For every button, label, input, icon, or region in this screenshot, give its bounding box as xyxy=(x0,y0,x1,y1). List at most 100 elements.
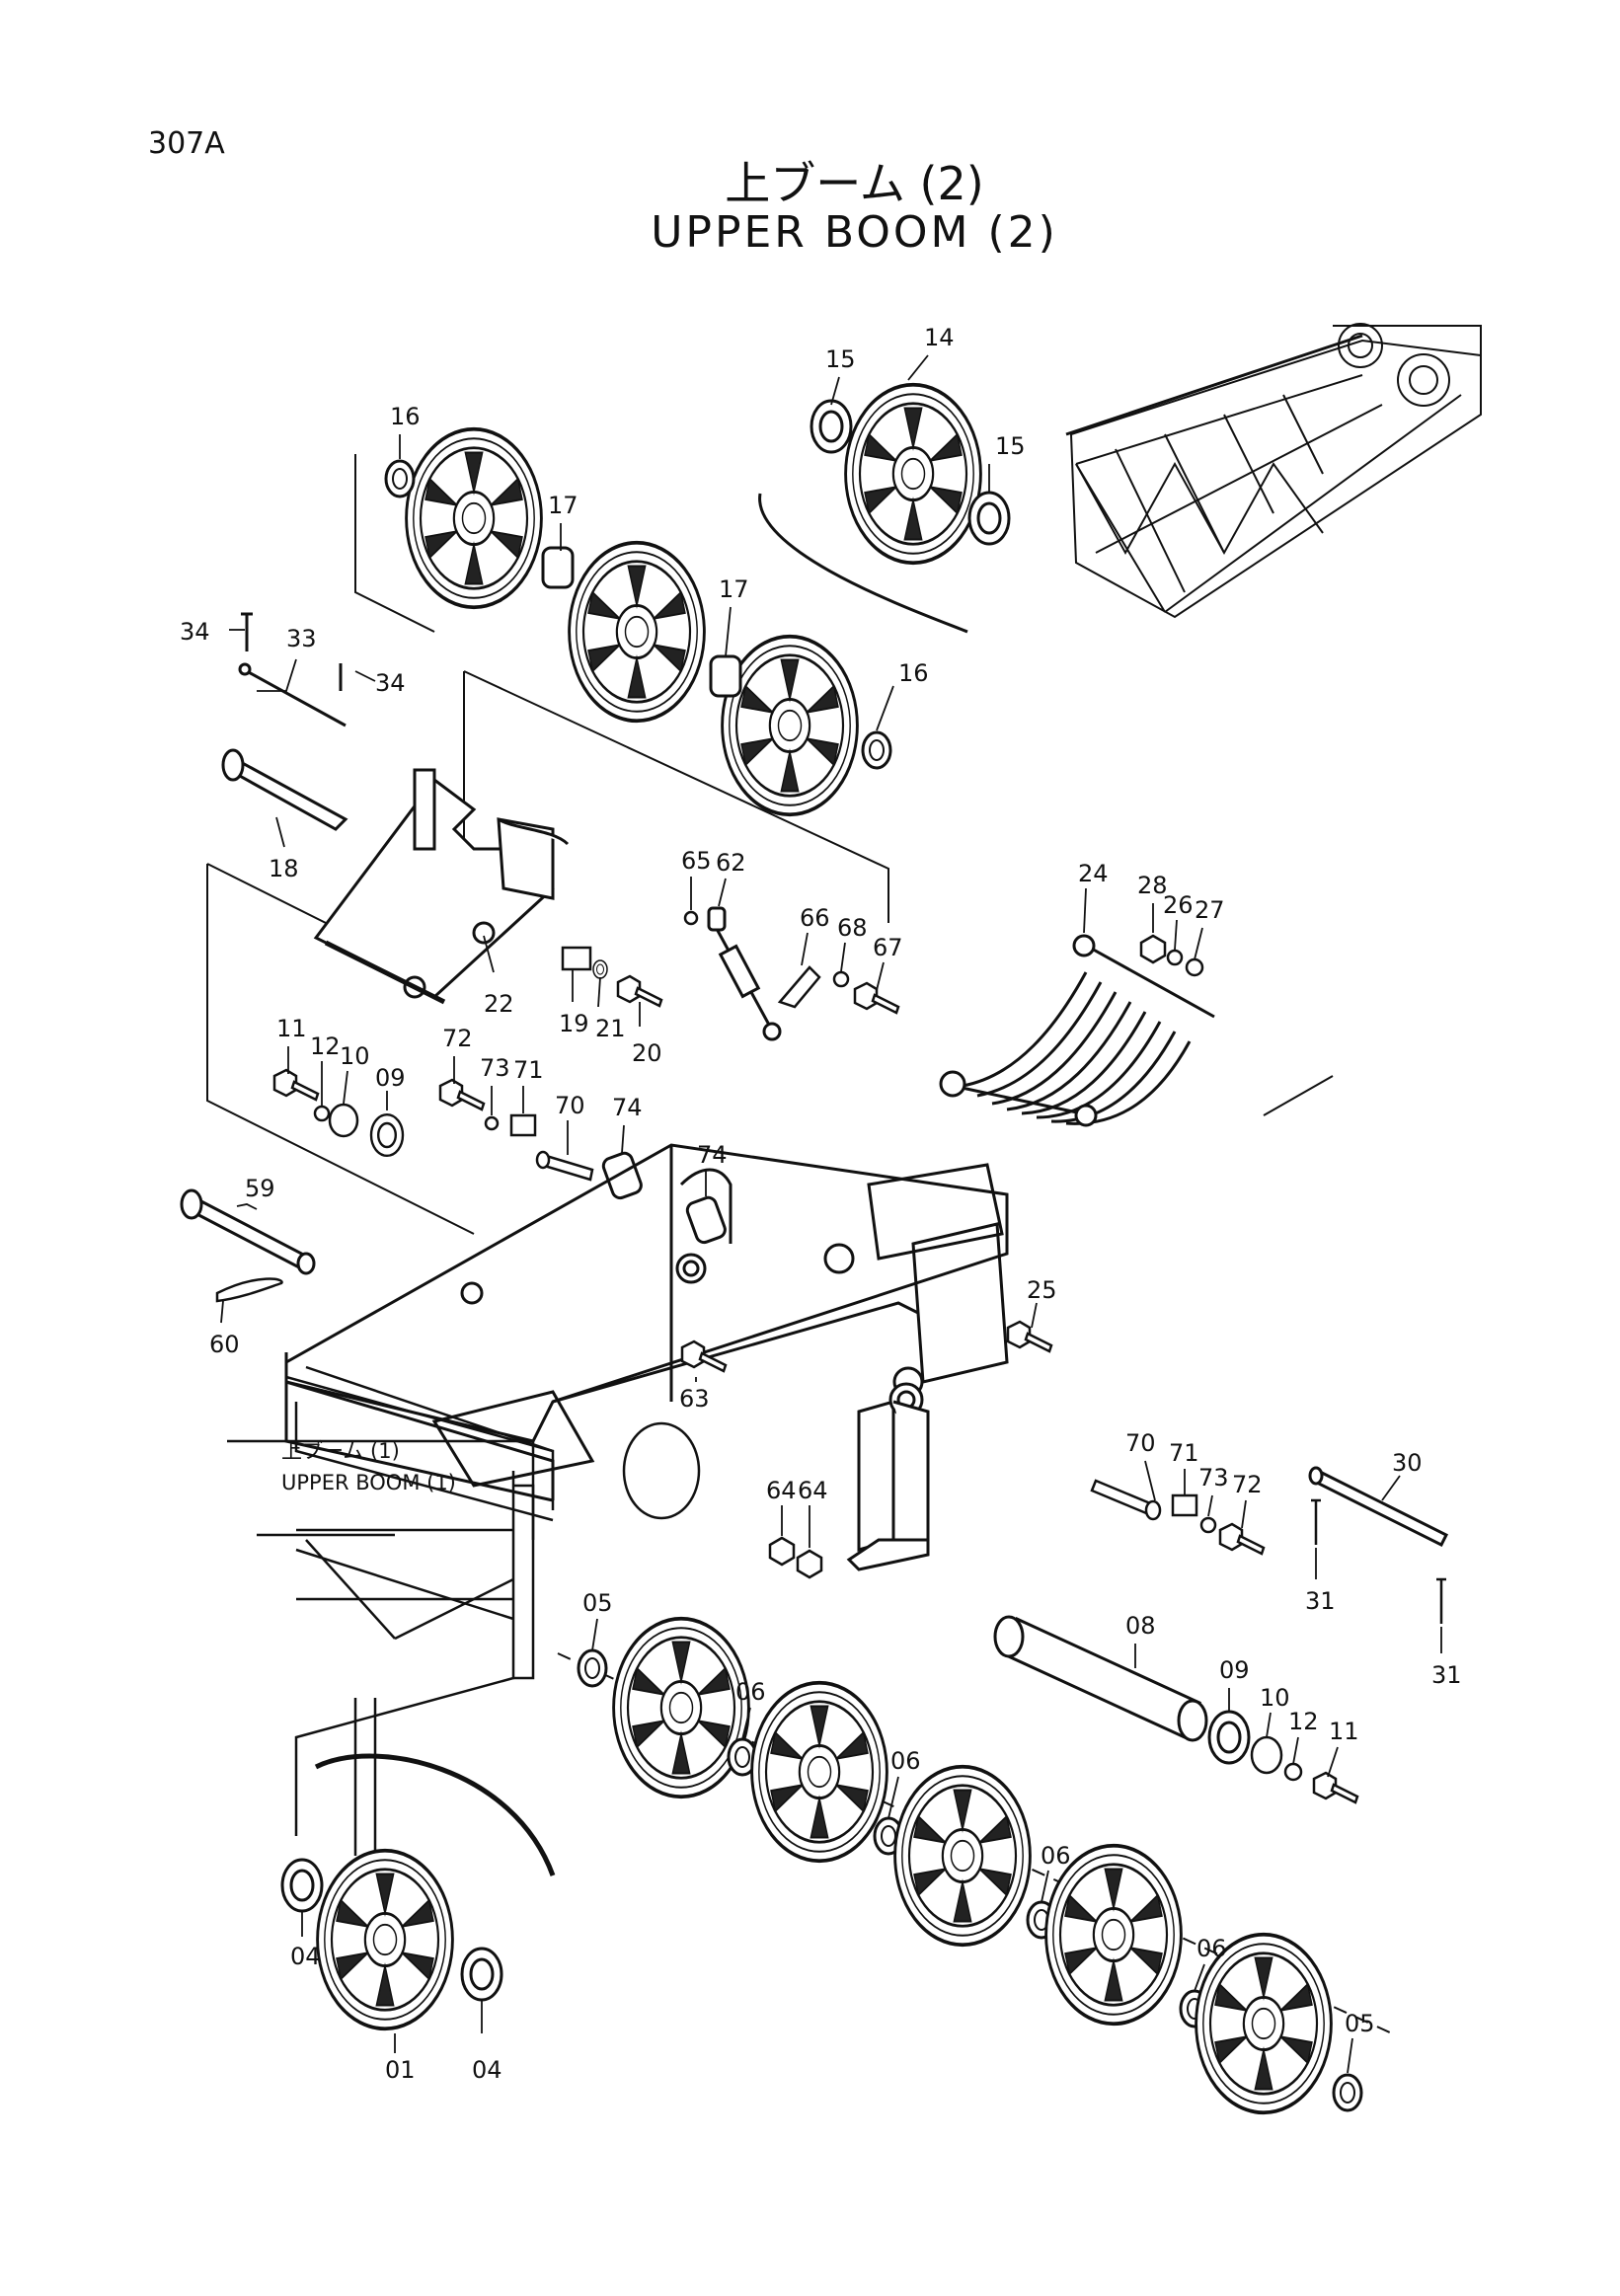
washer-65 xyxy=(683,910,699,926)
callout-plate-71-lower: 71 xyxy=(1169,1439,1199,1467)
callout-bolt-20: 20 xyxy=(632,1039,662,1067)
callout-top-sheave-right-bearing-right: 15 xyxy=(995,432,1026,460)
callout-pin-70-upper: 70 xyxy=(555,1092,585,1119)
callout-cotter-pin-left: 34 xyxy=(180,618,210,646)
callout-sheave-01: 01 xyxy=(385,2056,416,2084)
bushing-17-b xyxy=(709,654,742,698)
bushing-74-b xyxy=(685,1195,727,1245)
callout-bushing-74-a: 74 xyxy=(612,1094,643,1121)
callout-bolt-25: 25 xyxy=(1027,1276,1057,1304)
washer-05-left xyxy=(577,1648,608,1688)
callout-pin-33: 33 xyxy=(286,625,317,652)
washer-05-right xyxy=(1332,2073,1363,2112)
washer-73-upper xyxy=(484,1115,500,1131)
bolt-11-upper xyxy=(272,1068,320,1102)
bushing-17-a xyxy=(541,546,575,589)
callout-washer-06-3: 06 xyxy=(1041,1842,1071,1870)
callout-top-sheave-right: 14 xyxy=(924,324,955,351)
callout-top-bushing-1: 17 xyxy=(548,492,579,519)
cross-reference-jp: 上ブーム (1) xyxy=(281,1439,400,1463)
cross-reference-en: UPPER BOOM (1) xyxy=(281,1471,456,1494)
sheave-lower-16 xyxy=(720,634,860,817)
callout-pin-59: 59 xyxy=(245,1175,275,1202)
callout-top-bushing-2: 17 xyxy=(719,575,749,603)
sheave-14 xyxy=(843,382,983,566)
callout-bushing-09-lower: 09 xyxy=(1219,1656,1250,1684)
callout-cotter-60: 60 xyxy=(209,1331,240,1358)
bushing-74-a xyxy=(601,1151,643,1200)
callout-washer-21: 21 xyxy=(595,1015,626,1042)
callout-guide-24: 24 xyxy=(1078,860,1109,887)
nut-64-b xyxy=(796,1549,823,1579)
callout-washer-06-1: 06 xyxy=(735,1678,766,1706)
shaft-08 xyxy=(993,1615,1208,1742)
plate-19 xyxy=(561,946,592,971)
rod-62 xyxy=(707,906,782,1041)
boom-lower-lattice xyxy=(227,1365,701,1856)
callout-washer-73-lower: 73 xyxy=(1198,1464,1229,1492)
callout-bearing-04-right: 04 xyxy=(472,2056,502,2084)
bolt-25 xyxy=(1006,1320,1053,1353)
support-frame-right xyxy=(846,1382,930,1571)
washer-16-top xyxy=(384,459,416,498)
callout-washer-27: 27 xyxy=(1195,896,1225,924)
callout-nut-28: 28 xyxy=(1137,872,1168,899)
callout-nut-64-a: 64 xyxy=(766,1477,797,1504)
bearing-15-a xyxy=(810,399,853,454)
pin-18 xyxy=(221,748,348,831)
bushing-09-lower xyxy=(1207,1710,1251,1765)
bracket-22-assembly xyxy=(313,768,570,1005)
sheave-16-upper xyxy=(404,426,544,610)
callout-plate-19: 19 xyxy=(559,1010,589,1037)
pin-33 xyxy=(238,612,347,727)
sheave-17-middle xyxy=(567,540,707,724)
cable-guide-24 xyxy=(939,934,1215,1127)
callout-washer-12-upper: 12 xyxy=(310,1033,341,1060)
callout-plate-10-lower: 10 xyxy=(1260,1684,1290,1712)
callout-bolt-63: 63 xyxy=(679,1385,710,1413)
callout-bushing-09-upper: 09 xyxy=(375,1064,406,1092)
callout-plate-71-upper: 71 xyxy=(513,1056,544,1084)
bolt-63 xyxy=(680,1339,728,1373)
bolt-72-upper xyxy=(438,1078,486,1111)
callout-washer-05-left: 05 xyxy=(582,1589,613,1617)
cotter-60 xyxy=(215,1277,283,1303)
washer-26 xyxy=(1166,949,1184,966)
callout-plate-10-upper: 10 xyxy=(340,1042,370,1070)
callout-washer-06-2: 06 xyxy=(890,1747,921,1775)
callout-cotter-31-lower: 31 xyxy=(1431,1661,1462,1689)
callout-rod-62: 62 xyxy=(716,849,746,877)
callout-bolt-11-lower: 11 xyxy=(1329,1718,1359,1745)
cotter-31-upper xyxy=(1311,1498,1321,1545)
washer-21 xyxy=(592,959,608,979)
washer-12-lower xyxy=(1283,1762,1303,1782)
bearing-15-b xyxy=(967,491,1011,546)
sheave-lower-1 xyxy=(611,1616,751,1799)
plate-71-lower xyxy=(1171,1493,1198,1517)
cotter-31-lower xyxy=(1436,1577,1446,1624)
callout-washer-06-4: 06 xyxy=(1196,1935,1227,1962)
callout-cotter-pin-right: 34 xyxy=(375,669,406,697)
plate-10-lower xyxy=(1250,1735,1283,1775)
bracket-66 xyxy=(777,965,821,1009)
callout-bracket-22: 22 xyxy=(484,990,514,1018)
callout-washer-65: 65 xyxy=(681,847,712,875)
callout-bearing-04-left: 04 xyxy=(290,1943,321,1970)
callout-nut-64-b: 64 xyxy=(798,1477,828,1504)
callout-bolt-72-upper: 72 xyxy=(442,1025,473,1052)
boom-inset-view xyxy=(1065,323,1482,619)
callout-bolt-67: 67 xyxy=(873,934,903,961)
callout-bracket-66: 66 xyxy=(800,904,830,932)
washer-73-lower xyxy=(1199,1516,1217,1534)
bolt-72-lower xyxy=(1218,1522,1266,1556)
callout-top-sheave-right-bearing-left: 15 xyxy=(825,345,856,373)
washer-68 xyxy=(832,970,850,988)
bearing-04-left xyxy=(280,1858,324,1913)
callout-top-sheave-third-washer: 16 xyxy=(898,659,929,687)
nut-64-a xyxy=(768,1536,796,1567)
callout-shaft-08: 08 xyxy=(1125,1612,1156,1640)
callout-washer-73-upper: 73 xyxy=(480,1054,510,1082)
callout-washer-26: 26 xyxy=(1163,891,1194,919)
